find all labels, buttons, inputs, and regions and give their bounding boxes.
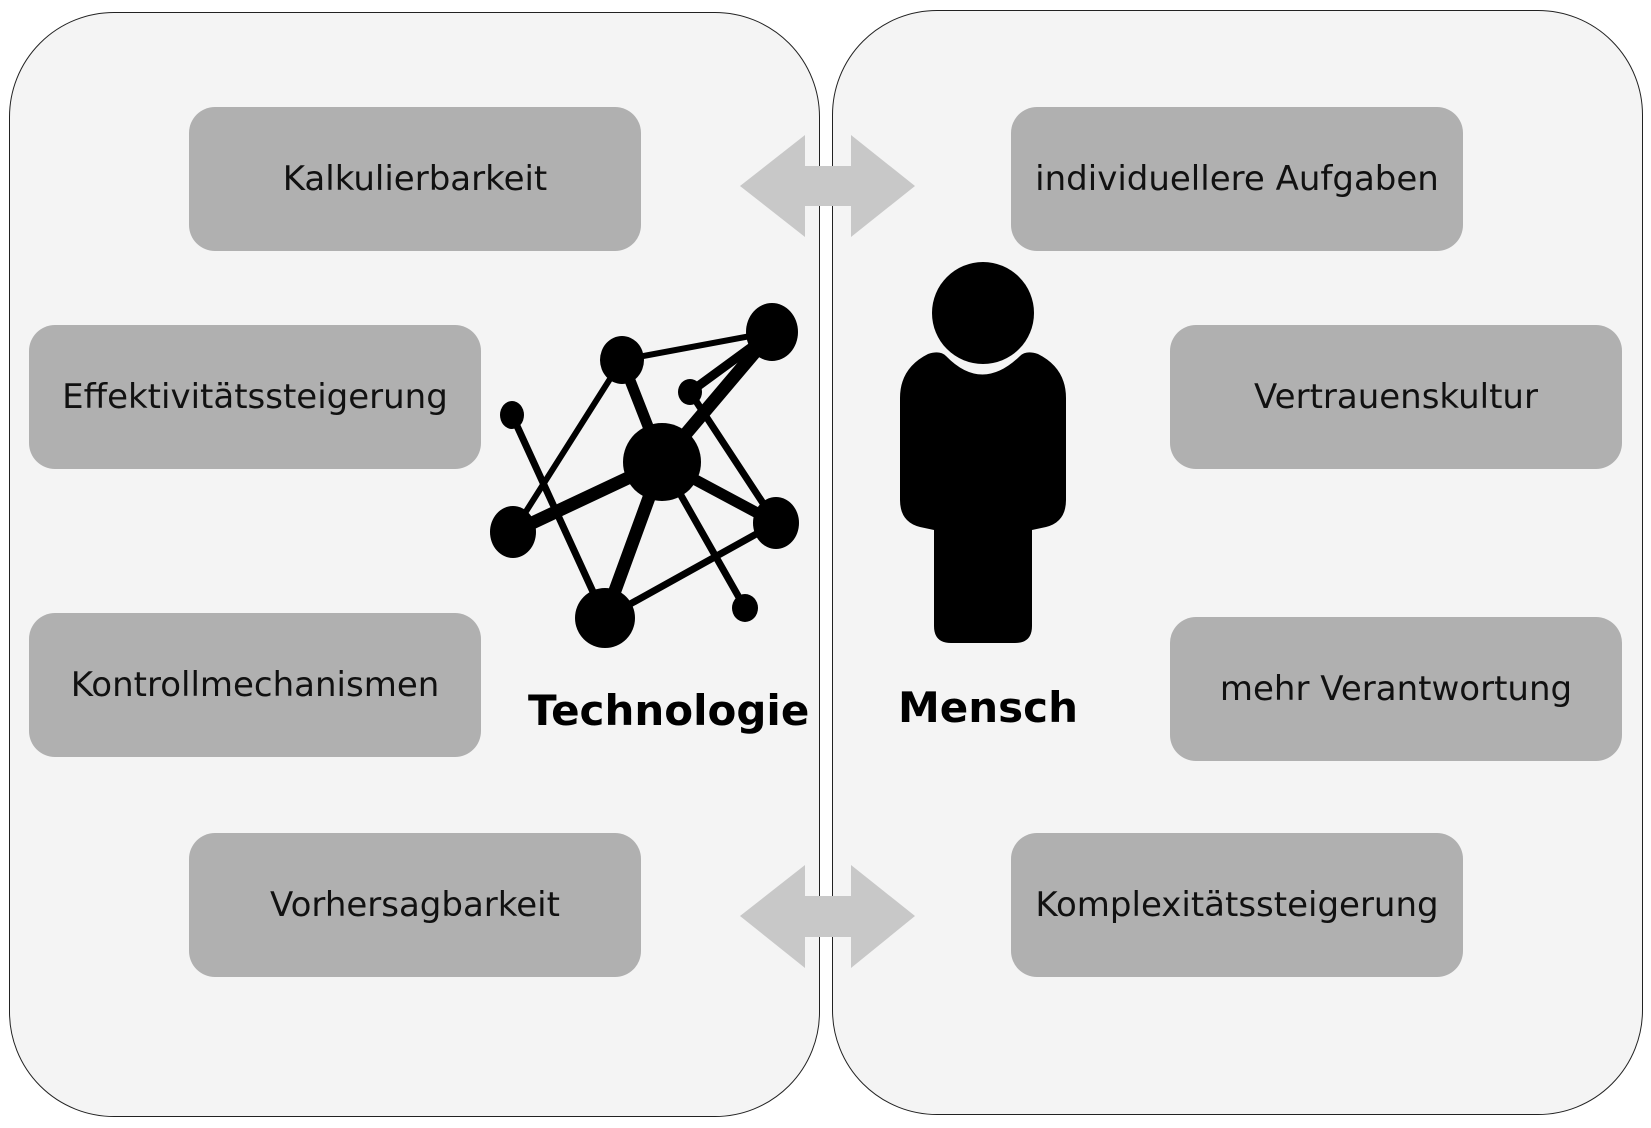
box-komplexitaetssteigerung: Komplexitätssteigerung xyxy=(1011,833,1463,977)
technologie-label: Technologie xyxy=(528,686,810,735)
box-mehr-verantwortung: mehr Verantwortung xyxy=(1170,617,1622,761)
box-vorhersagbarkeit: Vorhersagbarkeit xyxy=(189,833,641,977)
box-kalkulierbarkeit: Kalkulierbarkeit xyxy=(189,107,641,251)
box-individuellere-aufgaben: individuellere Aufgaben xyxy=(1011,107,1463,251)
double-arrow-icon xyxy=(740,865,915,968)
box-kontrollmechanismen: Kontrollmechanismen xyxy=(29,613,481,757)
box-effektivitaetssteigerung: Effektivitätssteigerung xyxy=(29,325,481,469)
network-nodes xyxy=(490,303,799,648)
box-vertrauenskultur: Vertrauenskultur xyxy=(1170,325,1622,469)
person-icon xyxy=(900,262,1066,643)
double-arrow-icon xyxy=(740,135,915,237)
mensch-label: Mensch xyxy=(898,683,1078,732)
